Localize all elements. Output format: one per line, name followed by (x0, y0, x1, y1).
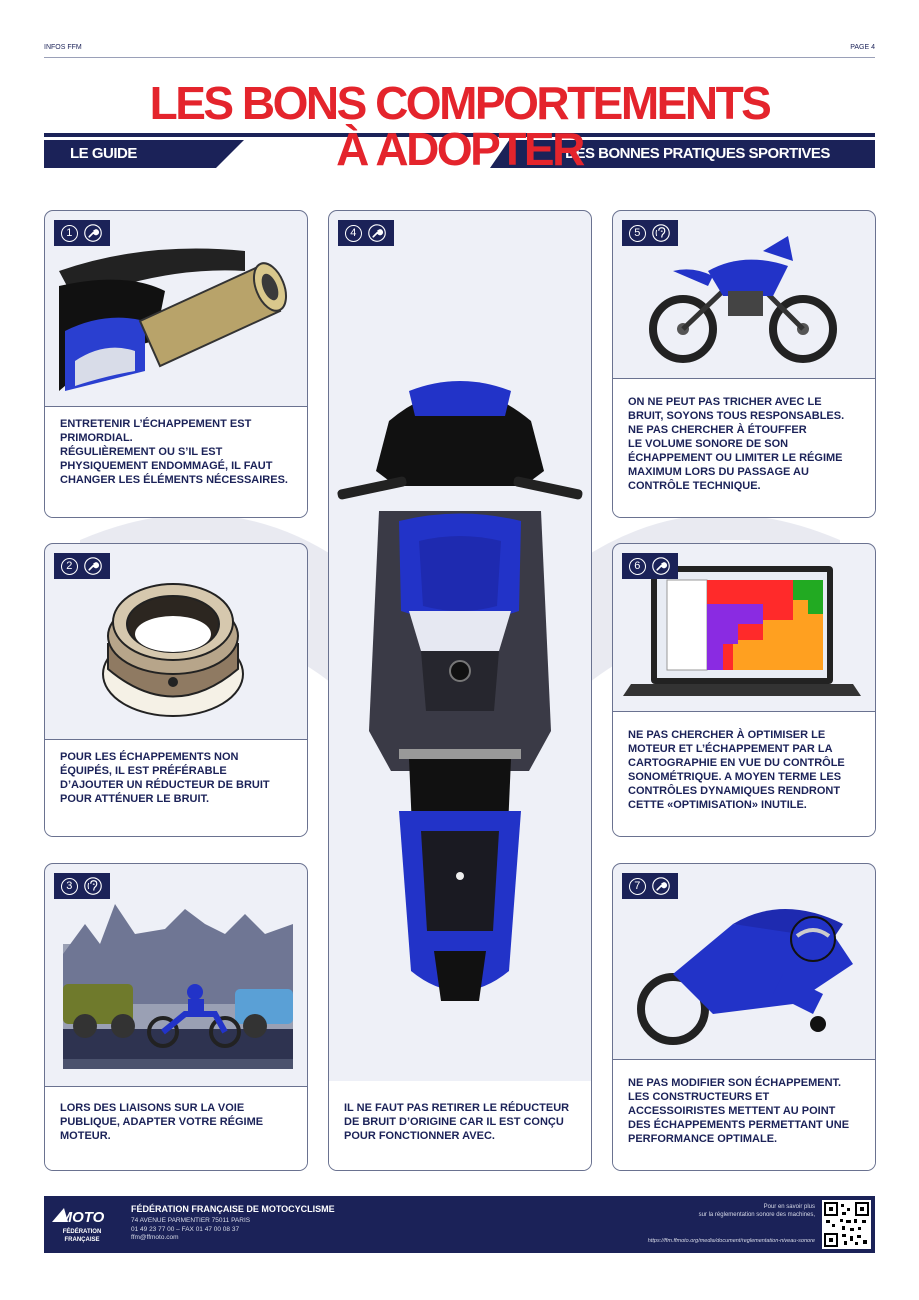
card-7: 7 NE PAS MODIFIER SON ÉCHAPPEMENT. LES C… (612, 863, 876, 1171)
ear-icon (651, 223, 671, 243)
svg-text:FRANÇAISE: FRANÇAISE (64, 1237, 99, 1243)
card-7-badge: 7 (622, 873, 678, 899)
header-rule (44, 57, 875, 58)
card-7-text: NE PAS MODIFIER SON ÉCHAPPEMENT. LES CON… (613, 1059, 875, 1170)
step-number: 2 (60, 557, 78, 575)
noise-reducer-illustration (102, 583, 244, 717)
card-4: 4 IL NE FAUT PAS RETIRER LE RÉDUCTEUR DE… (328, 210, 592, 1171)
page-number: PAGE 4 (850, 44, 875, 51)
card-6-badge: 6 (622, 553, 678, 579)
card-3: 3 LORS DES LIAISONS SUR LA VOIE PUBLIQUE… (44, 863, 308, 1171)
wrench-icon (367, 223, 387, 243)
step-number: 6 (628, 557, 646, 575)
card-6-text: NE PAS CHERCHER À OPTIMISER LE MOTEUR ET… (613, 711, 875, 836)
road-traffic-illustration (63, 904, 293, 1069)
title-rule (44, 133, 875, 137)
title-line-2: À ADOPTER (336, 123, 585, 175)
card-1: 1 ENTRETENIR L’ÉCHAPPEMENT EST PRIMORDIA… (44, 210, 308, 518)
step-number: 3 (60, 877, 78, 895)
ffm-logo: MOTO FÉDÉRATION FRANÇAISE (50, 1202, 114, 1246)
federation-contact: 74 AVENUE PARMENTIER 75011 PARIS 01 49 2… (131, 1217, 250, 1243)
card-1-text: ENTRETENIR L’ÉCHAPPEMENT EST PRIMORDIAL.… (45, 406, 307, 517)
card-2-badge: 2 (54, 553, 110, 579)
page-header: INFOS FFM PAGE 4 (44, 44, 875, 51)
card-2: 2 POUR LES ÉCHAPPEMENTS NON ÉQUIPÉS, IL … (44, 543, 308, 837)
ear-icon (83, 876, 103, 896)
more-info: Pour en savoir plus sur la réglementatio… (699, 1204, 815, 1219)
card-2-text: POUR LES ÉCHAPPEMENTS NON ÉQUIPÉS, IL ES… (45, 739, 307, 836)
dirt-bike-illustration (649, 236, 837, 363)
regulation-link[interactable]: https://ffm.ffmoto.org/media/document/re… (647, 1238, 815, 1244)
laptop-mapping-illustration (623, 566, 861, 696)
step-number: 5 (628, 224, 646, 242)
step-number: 7 (628, 877, 646, 895)
exhaust-muffler-illustration (59, 248, 288, 391)
motorcycle-top-view-illustration (337, 381, 583, 1001)
wrench-icon (83, 556, 103, 576)
federation-name: FÉDÉRATION FRANÇAISE DE MOTOCYCLISME (131, 1204, 335, 1214)
card-4-text: IL NE FAUT PAS RETIRER LE RÉDUCTEUR DE B… (329, 1081, 591, 1170)
footer: MOTO FÉDÉRATION FRANÇAISE FÉDÉRATION FRA… (44, 1196, 875, 1253)
address: 74 AVENUE PARMENTIER 75011 PARIS (131, 1217, 251, 1224)
card-3-badge: 3 (54, 873, 110, 899)
step-number: 4 (344, 224, 362, 242)
svg-text:MOTO: MOTO (60, 1209, 105, 1226)
qr-code-icon[interactable] (822, 1200, 871, 1249)
wrench-icon (83, 223, 103, 243)
racing-motorcycle-illustration (637, 909, 853, 1045)
card-6: 6 NE PAS CHERCHER À OPTIMISER LE MOTEUR … (612, 543, 876, 837)
card-5-text: ON NE PEUT PAS TRICHER AVEC LE BRUIT, SO… (613, 378, 875, 517)
right-banner (490, 140, 875, 168)
wrench-icon (651, 876, 671, 896)
card-1-badge: 1 (54, 220, 110, 246)
more-info-line-1: Pour en savoir plus (763, 1204, 815, 1210)
section-label: INFOS FFM (44, 44, 82, 51)
svg-text:FÉDÉRATION: FÉDÉRATION (63, 1227, 102, 1235)
wrench-icon (651, 556, 671, 576)
more-info-line-2: sur la réglementation sonore des machine… (698, 1211, 815, 1218)
card-4-badge: 4 (338, 220, 394, 246)
card-5: 5 ON NE PEUT PAS TRICHER AVEC LE BRUIT, … (612, 210, 876, 518)
card-3-text: LORS DES LIAISONS SUR LA VOIE PUBLIQUE, … (45, 1086, 307, 1170)
left-banner-text: LE GUIDE (70, 145, 137, 162)
step-number: 1 (60, 224, 78, 242)
title-line-1: LES BONS COMPORTEMENTS (149, 77, 772, 129)
left-banner (44, 140, 244, 168)
card-5-badge: 5 (622, 220, 678, 246)
right-banner-text: DES BONNES PRATIQUES SPORTIVES (565, 145, 830, 162)
phone: 01 49 23 77 00 – FAX 01 47 00 08 37 (131, 1225, 240, 1233)
email: ffm@ffmoto.com (131, 1234, 179, 1241)
